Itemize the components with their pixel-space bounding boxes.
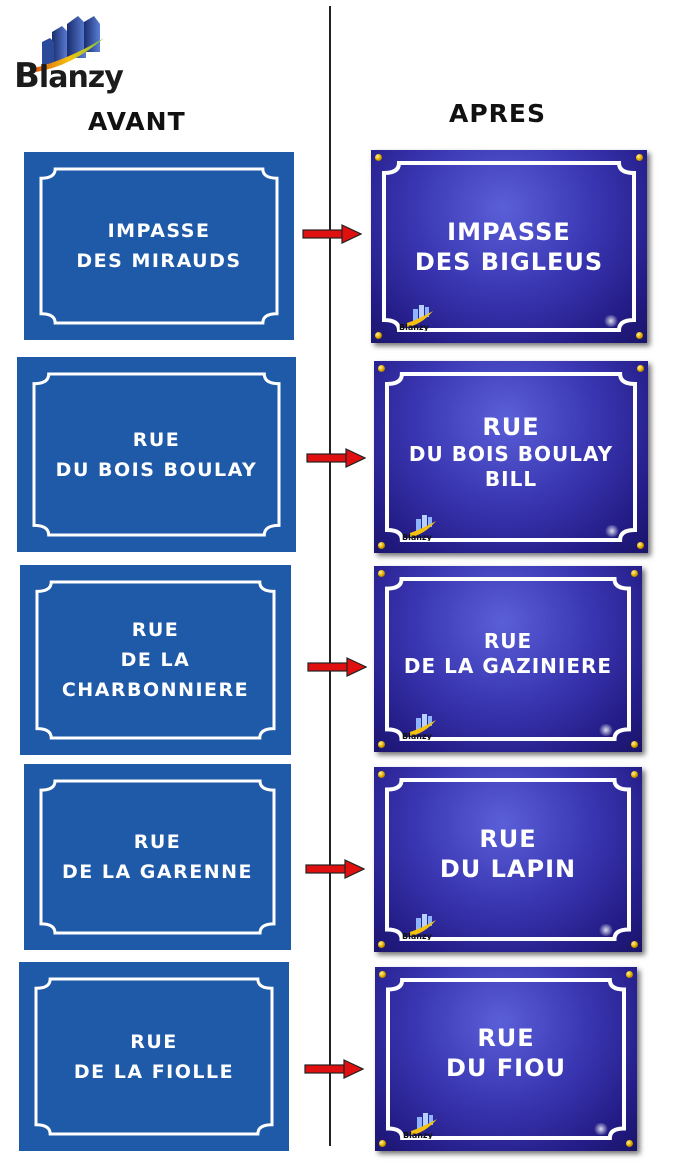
screw-icon — [375, 332, 382, 339]
screw-icon — [379, 971, 386, 978]
sign-before-2: RUE DU BOIS BOULAY — [17, 357, 296, 552]
screw-icon — [637, 365, 644, 372]
sign-line: DE LA FIOLLE — [73, 1060, 235, 1083]
sign-line: RUE — [483, 629, 533, 653]
sign-after-1: IMPASSE DES BIGLEUS Blanzy — [371, 150, 647, 343]
column-divider — [329, 6, 331, 1146]
sign-line: DU BOIS BOULAY — [408, 442, 614, 466]
sign-frame — [34, 374, 279, 535]
sign-frame — [387, 374, 635, 540]
sign-line: CHARBONNIERE — [61, 679, 250, 701]
sign-line: DES MIRAUDS — [76, 250, 242, 272]
sign-frame — [384, 163, 634, 330]
sign-after-2: RUE DU BOIS BOULAY BILL Blanzy — [374, 361, 648, 553]
screw-icon — [378, 570, 385, 577]
svg-text:Blanzy: Blanzy — [403, 1131, 434, 1139]
sign-before-1: IMPASSE DES MIRAUDS — [24, 152, 294, 340]
sign-line: RUE — [131, 619, 180, 641]
screw-icon — [631, 741, 638, 748]
sign-line: RUE — [477, 1024, 535, 1052]
screw-icon — [637, 542, 644, 549]
blanzy-mini-logo-icon: Blanzy — [402, 515, 436, 541]
svg-text:Blanzy: Blanzy — [399, 323, 430, 331]
sign-line: DU FIOU — [446, 1054, 566, 1082]
svg-text:Blanzy: Blanzy — [402, 932, 433, 940]
screw-icon — [636, 154, 643, 161]
sign-before-3: RUE DE LA CHARBONNIERE — [20, 565, 291, 755]
screw-icon — [378, 771, 385, 778]
logo-initial: B — [14, 56, 40, 96]
sign-frame — [41, 781, 274, 933]
screw-icon — [379, 1140, 386, 1147]
sign-line: RUE — [482, 413, 540, 441]
sign-line: RUE — [130, 1030, 178, 1053]
sign-after-4: RUE DU LAPIN Blanzy — [374, 767, 642, 952]
sign-frame — [41, 169, 277, 323]
screw-icon — [378, 542, 385, 549]
screw-icon — [378, 741, 385, 748]
screw-icon — [378, 941, 385, 948]
sign-line: RUE — [479, 824, 537, 853]
blanzy-mini-logo-icon: Blanzy — [402, 914, 436, 940]
screw-icon — [375, 154, 382, 161]
after-heading: APRES — [449, 99, 547, 128]
blanzy-mini-logo-icon: Blanzy — [402, 714, 436, 740]
sign-line: IMPASSE — [447, 217, 571, 246]
screw-icon — [636, 332, 643, 339]
screw-icon — [631, 771, 638, 778]
sign-line: DU BOIS BOULAY — [55, 458, 258, 481]
blanzy-mini-logo-icon: Blanzy — [399, 305, 433, 331]
svg-text:Blanzy: Blanzy — [402, 533, 433, 541]
sign-line: DE LA GAZINIERE — [403, 654, 613, 678]
sign-frame — [387, 579, 629, 739]
right-arrow-icon — [307, 657, 367, 677]
right-arrow-icon — [305, 859, 365, 879]
svg-text:Blanzy: Blanzy — [402, 732, 433, 740]
sign-line: RUE — [133, 831, 182, 853]
sign-line: DU LAPIN — [439, 854, 577, 883]
sign-frame — [36, 979, 272, 1134]
sign-frame — [37, 582, 274, 738]
sign-line: DES BIGLEUS — [414, 247, 604, 276]
sign-before-5: RUE DE LA FIOLLE — [19, 962, 289, 1151]
right-arrow-icon — [302, 224, 362, 244]
screw-icon — [626, 971, 633, 978]
screw-icon — [626, 1140, 633, 1147]
screw-icon — [631, 941, 638, 948]
sign-line: RUE — [132, 428, 181, 451]
sign-frame — [387, 780, 629, 939]
screw-icon — [378, 365, 385, 372]
blanzy-mini-logo-icon: Blanzy — [403, 1113, 437, 1139]
sign-after-5: RUE DU FIOU Blanzy — [375, 967, 637, 1151]
sign-line: DE LA GARENNE — [62, 861, 253, 883]
logo-name: lanzy — [38, 60, 124, 95]
city-buildings-icon — [34, 16, 104, 72]
sign-frame — [388, 980, 624, 1138]
sign-line: BILL — [484, 467, 538, 491]
sign-after-3: RUE DE LA GAZINIERE Blanzy — [374, 566, 642, 752]
sign-line: DE LA — [120, 649, 191, 671]
right-arrow-icon — [306, 448, 366, 468]
blanzy-logo: Blanzy — [12, 12, 124, 96]
before-heading: AVANT — [88, 107, 186, 136]
sign-line: IMPASSE — [107, 220, 211, 242]
right-arrow-icon — [304, 1059, 364, 1079]
sign-before-4: RUE DE LA GARENNE — [24, 764, 291, 950]
screw-icon — [631, 570, 638, 577]
